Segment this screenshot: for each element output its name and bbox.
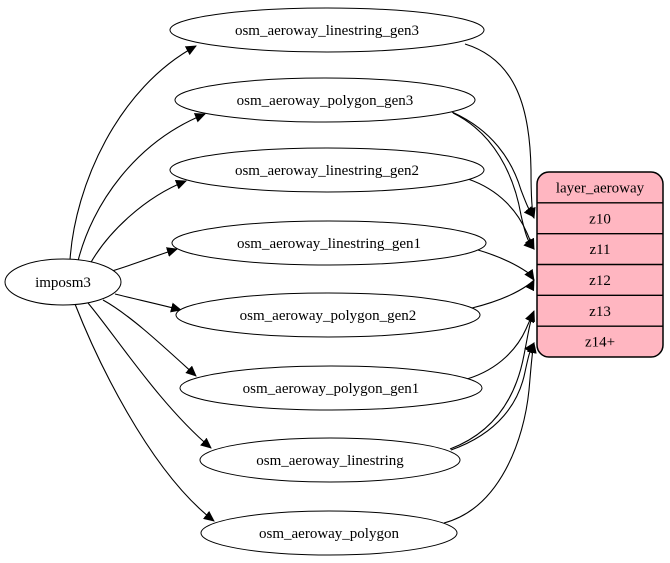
edge-imposm3-to-osm-aeroway-linestring (87, 302, 212, 449)
edge-osm-aeroway-linestring-gen3-to-z10 (464, 43, 536, 219)
table-node-osm-aeroway-polygon-gen2: osm_aeroway_polygon_gen2 (175, 292, 481, 338)
table-node-shape (199, 437, 461, 483)
record-title: layer_aeroway (556, 180, 645, 196)
table-node-shape (171, 220, 487, 266)
record-row-z11: z11 (589, 242, 610, 258)
edges-layer (69, 43, 537, 524)
table-node-osm-aeroway-linestring-gen3: osm_aeroway_linestring_gen3 (169, 7, 485, 53)
table-node-label: osm_aeroway_polygon_gen2 (240, 308, 417, 324)
table-node-osm-aeroway-linestring-gen1: osm_aeroway_linestring_gen1 (171, 220, 487, 266)
table-node-label: osm_aeroway_polygon_gen1 (243, 381, 420, 397)
edge-imposm3-to-osm-aeroway-polygon-gen2 (114, 293, 182, 313)
source-node-label: imposm3 (35, 275, 91, 291)
table-node-label: osm_aeroway_linestring_gen2 (235, 163, 419, 179)
edge-imposm3-to-osm-aeroway-linestring-gen2 (89, 179, 187, 265)
edge-osm-aeroway-linestring-gen1-to-z12 (477, 249, 535, 281)
edge-osm-aeroway-linestring-to-z13 (449, 311, 535, 450)
edge-imposm3-to-osm-aeroway-linestring-gen3 (69, 45, 197, 261)
record-row-z10: z10 (589, 211, 611, 227)
table-node-label: osm_aeroway_linestring (256, 453, 404, 469)
table-node-osm-aeroway-linestring-gen2: osm_aeroway_linestring_gen2 (169, 147, 485, 193)
table-node-osm-aeroway-linestring: osm_aeroway_linestring (199, 437, 461, 483)
source-node-shape (4, 258, 122, 306)
source-node-imposm3: imposm3 (4, 258, 122, 306)
record-row-z14plus: z14+ (585, 335, 615, 351)
edge-imposm3-to-osm-aeroway-linestring-gen1 (111, 247, 178, 272)
table-node-shape (169, 147, 485, 193)
table-node-shape (179, 365, 483, 411)
edge-osm-aeroway-polygon-to-z14plus (443, 342, 537, 524)
table-node-shape (175, 292, 481, 338)
edge-osm-aeroway-polygon-gen1-to-z13 (466, 310, 535, 380)
nodes-layer: imposm3 osm_aeroway_linestring_gen3 osm_ae… (4, 7, 664, 556)
record-node-layer-aeroway: layer_aeroway z10 z11 z12 z13 z14+ (536, 171, 664, 358)
edge-imposm3-to-osm-aeroway-polygon-gen3 (77, 113, 206, 262)
edge-osm-aeroway-polygon-gen3-to-z10 (451, 111, 535, 218)
record-row-z13: z13 (589, 304, 611, 320)
table-node-label: osm_aeroway_polygon (259, 526, 399, 542)
table-node-osm-aeroway-polygon-gen1: osm_aeroway_polygon_gen1 (179, 365, 483, 411)
table-node-osm-aeroway-polygon-gen3: osm_aeroway_polygon_gen3 (174, 77, 476, 123)
edge-imposm3-to-osm-aeroway-polygon-gen1 (102, 299, 197, 377)
table-node-label: osm_aeroway_polygon_gen3 (237, 93, 414, 109)
table-node-osm-aeroway-polygon: osm_aeroway_polygon (200, 510, 458, 556)
table-node-shape (169, 7, 485, 53)
edge-osm-aeroway-linestring-gen2-to-z11 (467, 178, 535, 250)
table-node-label: osm_aeroway_linestring_gen1 (237, 236, 421, 252)
edge-imposm3-to-osm-aeroway-polygon (74, 303, 215, 522)
table-node-shape (174, 77, 476, 123)
record-row-z12: z12 (589, 273, 611, 289)
table-node-label: osm_aeroway_linestring_gen3 (235, 23, 419, 39)
edge-osm-aeroway-polygon-gen2-to-z12 (471, 279, 535, 309)
table-node-shape (200, 510, 458, 556)
